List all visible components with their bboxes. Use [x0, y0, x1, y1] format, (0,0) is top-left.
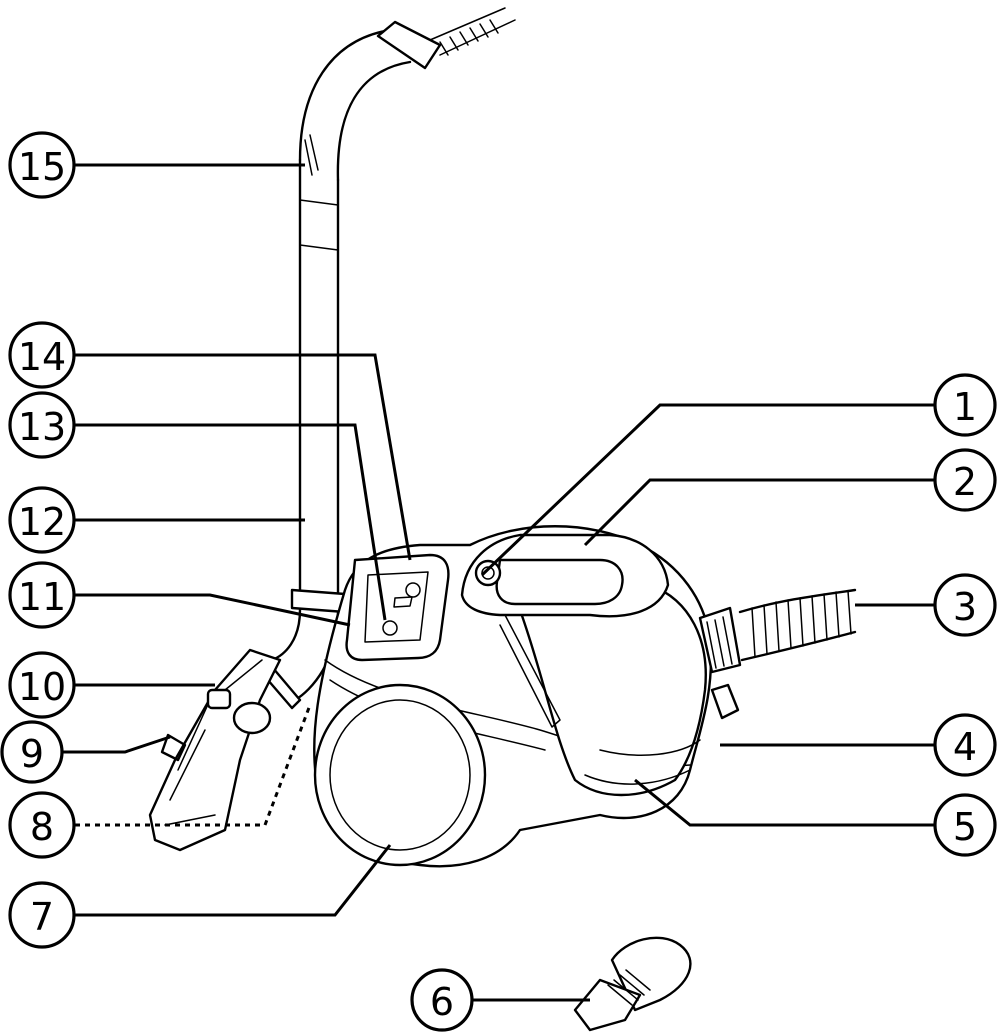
callout-15: 15 — [8, 131, 76, 199]
callout-number: 2 — [953, 460, 977, 504]
callout-number: 12 — [18, 500, 66, 544]
vacuum-body-illustration — [313, 525, 857, 868]
callout-number: 9 — [20, 732, 44, 776]
callout-1: 1 — [933, 373, 997, 437]
callout-number: 6 — [430, 980, 454, 1024]
callout-8: 8 — [8, 791, 76, 859]
callout-4: 4 — [933, 713, 997, 777]
callout-number: 15 — [18, 145, 66, 189]
callout-14: 14 — [8, 321, 76, 389]
callout-12: 12 — [8, 486, 76, 554]
callout-number: 10 — [18, 665, 66, 709]
callout-number: 1 — [953, 385, 977, 429]
callout-9: 9 — [0, 720, 64, 784]
leader-lines — [62, 163, 935, 1002]
callout-number: 4 — [953, 725, 977, 769]
callout-10: 10 — [8, 651, 76, 719]
callout-number: 8 — [30, 805, 54, 849]
callout-number: 11 — [18, 575, 66, 619]
crevice-tool-illustration — [573, 936, 692, 1032]
callout-11: 11 — [8, 561, 76, 629]
callout-3: 3 — [933, 573, 997, 637]
callout-number: 3 — [953, 585, 977, 629]
callout-number: 13 — [18, 405, 66, 449]
callout-6: 6 — [410, 968, 474, 1032]
callout-13: 13 — [8, 391, 76, 459]
callout-number: 7 — [30, 895, 54, 939]
callout-number: 14 — [18, 335, 66, 379]
callout-number: 5 — [953, 805, 977, 849]
callout-7: 7 — [8, 881, 76, 949]
callout-5: 5 — [933, 793, 997, 857]
floor-nozzle-illustration — [148, 648, 282, 852]
callout-2: 2 — [933, 448, 997, 512]
